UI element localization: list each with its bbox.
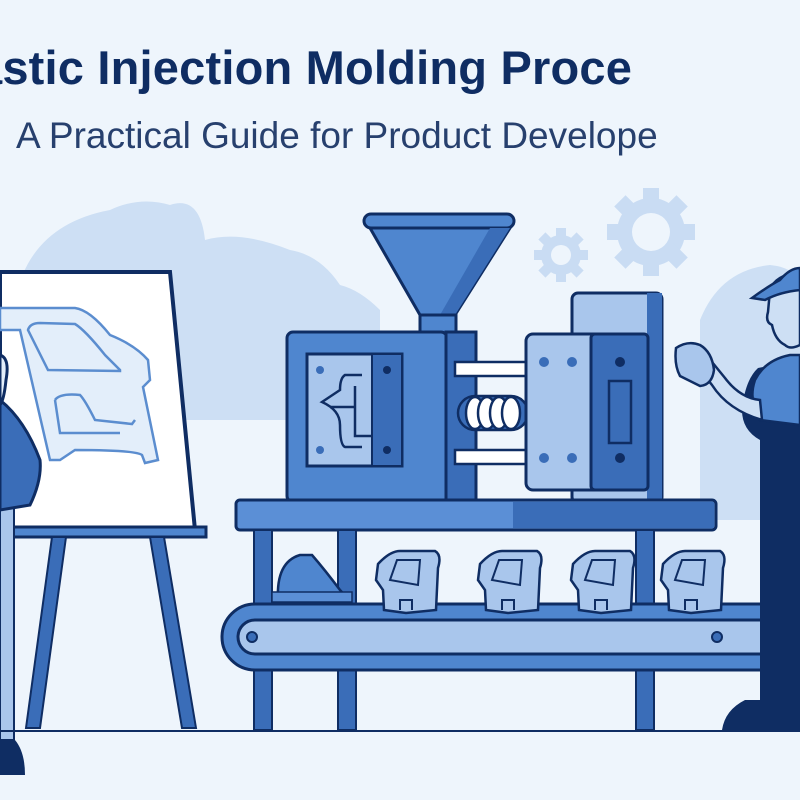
hopper <box>362 212 516 337</box>
page-subtitle: A Practical Guide for Product Develope <box>16 115 658 156</box>
clamp-back-shade <box>647 293 662 503</box>
molded-part-partial <box>271 553 353 603</box>
subtitle-banner: A Practical Guide for Product Develope <box>0 115 800 165</box>
conveyor-belt <box>220 602 800 672</box>
page-title: astic Injection Molding Proce <box>0 41 633 94</box>
molded-part <box>659 549 726 615</box>
title-banner: astic Injection Molding Proce <box>0 40 800 110</box>
screw-icon <box>456 394 530 432</box>
molded-part <box>374 549 441 615</box>
small-gear-icon <box>534 228 588 282</box>
designer-person <box>0 353 42 775</box>
molded-part <box>569 549 636 615</box>
worker-person <box>674 266 800 730</box>
injection-unit <box>285 330 478 504</box>
car-part-sketch <box>0 306 160 465</box>
large-gear-icon <box>607 188 695 276</box>
machine-table <box>234 498 718 731</box>
molded-part <box>476 549 543 615</box>
mold-clamp <box>524 332 650 492</box>
